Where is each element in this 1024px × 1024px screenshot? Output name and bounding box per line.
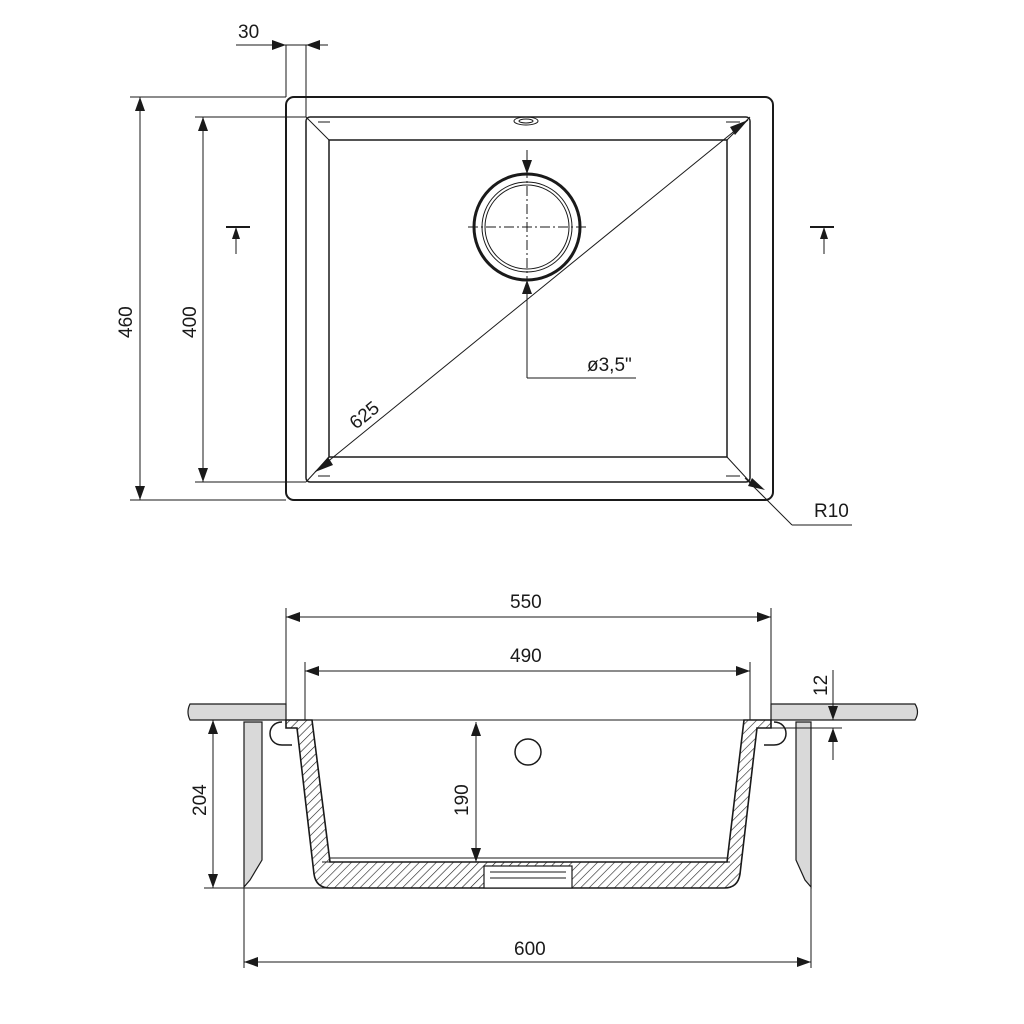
overall-depth-label: 460 <box>116 306 137 338</box>
diagonal-dimension-line <box>314 119 749 473</box>
corner-radius-label: R10 <box>814 501 849 522</box>
section-view: 550 490 12 204 190 600 <box>187 592 919 968</box>
diagonal-label: 625 <box>346 398 384 434</box>
drain-diameter-label: ø3,5" <box>587 355 632 376</box>
flange-width-label: 30 <box>238 22 259 43</box>
top-view: ø3,5" 625 30 460 400 <box>116 22 852 526</box>
cabinet-side-left <box>243 721 263 889</box>
total-height-label: 204 <box>190 784 211 816</box>
rim-thickness-label: 12 <box>811 675 832 696</box>
overflow-hole <box>513 116 539 126</box>
bowl-outer-edge <box>305 116 751 483</box>
section-marker-left <box>226 226 250 254</box>
bowl-depth-label: 400 <box>180 306 201 338</box>
cutout-width-label: 600 <box>514 939 546 960</box>
bowl-width-label: 490 <box>510 646 542 667</box>
cabinet-side-right <box>795 721 812 889</box>
sink-flange-outline <box>285 96 774 501</box>
overflow-hole-section <box>514 738 542 766</box>
countertop-right <box>770 703 919 721</box>
bowl-floor-edge <box>328 139 728 458</box>
section-marker-right <box>810 226 834 254</box>
countertop-left <box>187 703 287 721</box>
bowl-height-label: 190 <box>452 784 473 816</box>
drain-outlet-section <box>483 865 573 889</box>
overall-width-label: 550 <box>510 592 542 613</box>
